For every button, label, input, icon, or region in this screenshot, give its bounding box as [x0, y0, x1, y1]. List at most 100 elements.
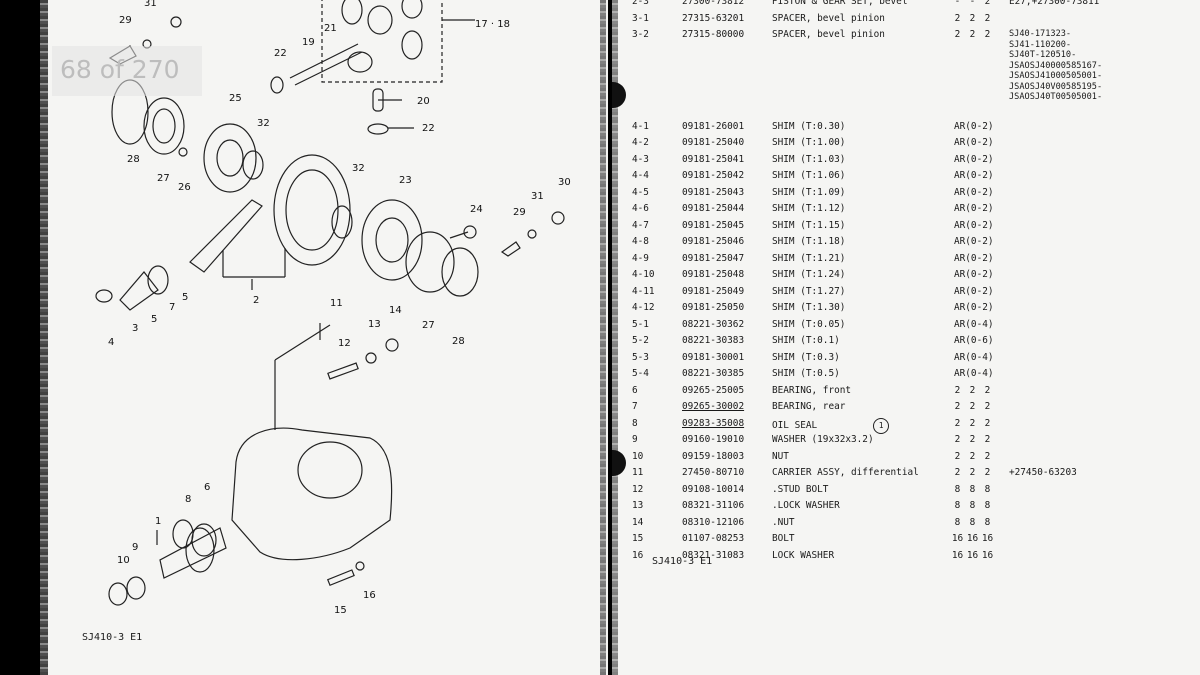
callout-number: 17 · 18: [475, 19, 510, 30]
description-cell: SHIM (T:0.30): [772, 120, 846, 132]
shim: [95, 289, 113, 303]
part-number-cell: 09181-25050: [682, 302, 745, 313]
remarks-cell: [995, 533, 1129, 550]
remarks-line: JSAOSJ41000505001-: [1009, 71, 1103, 81]
quantity-cell: AR(0-2): [954, 153, 994, 165]
remarks-cell: [995, 253, 1129, 270]
remarks-cell: [995, 319, 1129, 336]
remarks-cell: [995, 517, 1129, 534]
description-cell: SHIM (T:1.03): [772, 153, 846, 165]
part-number-cell: 09181-30001: [682, 351, 745, 363]
callout-number: 23: [399, 175, 412, 186]
ref-no-cell: 14: [632, 516, 644, 528]
quantity-cell: 16: [966, 549, 979, 561]
quantity-cell: AR(0-2): [954, 269, 994, 280]
quantity-cell: 16: [981, 533, 994, 544]
circled-mark: 1: [873, 417, 890, 434]
part-number-cell: 09265-30002: [682, 401, 745, 412]
diff-gear-group-box: [321, 0, 443, 83]
lock-washer: [355, 561, 365, 571]
lock-washer: [365, 352, 377, 364]
quantity-cell: 2: [984, 417, 991, 429]
binder-hole: [612, 82, 626, 108]
callout-number: 20: [417, 96, 430, 107]
callout-number: 6: [204, 482, 210, 493]
washer: [367, 123, 389, 135]
part-number-cell: 09181-26001: [682, 120, 745, 132]
page-counter: 68 of 270: [52, 46, 202, 96]
part-number-cell: 09181-25046: [682, 236, 745, 247]
description-cell: SHIM (T:1.15): [772, 219, 846, 231]
bolt: [326, 569, 355, 587]
description-cell: PISTON & GEAR SET, bevel: [772, 0, 908, 7]
part-number-cell: 01107-08253: [682, 533, 745, 544]
callout-number: 26: [178, 182, 191, 193]
quantity-cell: 8: [984, 483, 991, 495]
quantity-cell: 2: [954, 12, 961, 24]
shim-ring: [331, 205, 353, 239]
nut: [385, 338, 399, 352]
callout-number: 15: [334, 605, 347, 616]
quantity-cell: AR(0-2): [954, 186, 994, 198]
part-number-cell: 09181-25040: [682, 137, 745, 148]
callout-number: 16: [363, 590, 376, 601]
remarks-cell: [995, 484, 1129, 501]
quantity-cell: 16: [981, 549, 994, 561]
part-number-cell: 09181-25042: [682, 170, 745, 181]
remarks-cell: [995, 418, 1129, 435]
callout-number: 22: [422, 123, 435, 134]
washer: [126, 576, 146, 600]
part-number-cell: 08221-30385: [682, 368, 745, 379]
quantity-cell: 16: [951, 549, 964, 561]
callout-number: 5: [182, 292, 188, 303]
shim-ring: [242, 150, 264, 180]
callout-number: 10: [117, 555, 130, 566]
ref-no-cell: 7: [632, 401, 638, 412]
description-cell: SHIM (T:1.09): [772, 186, 846, 198]
washer: [270, 76, 284, 94]
description-cell: SHIM (T:0.3): [772, 351, 840, 363]
quantity-cell: 2: [954, 384, 961, 396]
ring-gear: [273, 154, 351, 266]
remarks-line: JSAOSJ40000585167-: [1009, 60, 1103, 71]
differential-case: [361, 199, 423, 281]
quantity-cell: 2: [984, 467, 991, 478]
spacer-row: [632, 103, 1129, 121]
quantity-cell: AR(0-2): [954, 219, 994, 231]
quantity-cell: 2: [969, 12, 976, 24]
quantity-cell: 2: [984, 450, 991, 462]
callout-number: 8: [185, 494, 191, 505]
remarks-cell: [995, 368, 1129, 385]
description-cell: SHIM (T:1.06): [772, 170, 846, 181]
description-cell: SPACER, bevel pinion: [772, 12, 885, 24]
part-number-cell: 09181-25048: [682, 269, 745, 280]
description-cell: NUT: [772, 450, 789, 462]
stud-bolt: [327, 362, 359, 380]
part-number-cell: 09181-25043: [682, 186, 745, 198]
description-cell: SHIM (T:1.24): [772, 269, 846, 280]
description-cell: SHIM (T:1.30): [772, 302, 846, 313]
ref-no-cell: 2-3: [632, 0, 649, 7]
callout-number: 12: [338, 338, 351, 349]
remarks-cell: [995, 137, 1129, 154]
quantity-cell: 2: [954, 29, 961, 40]
quantity-cell: -: [969, 0, 976, 7]
callout-number: 9: [132, 542, 138, 553]
description-cell: .NUT: [772, 516, 795, 528]
description-cell: SHIM (T:1.12): [772, 203, 846, 214]
callout-number: 28: [452, 336, 465, 347]
pinion-gear: [347, 51, 373, 73]
ref-no-cell: 4-1: [632, 120, 649, 132]
remarks-cell: [995, 385, 1129, 402]
